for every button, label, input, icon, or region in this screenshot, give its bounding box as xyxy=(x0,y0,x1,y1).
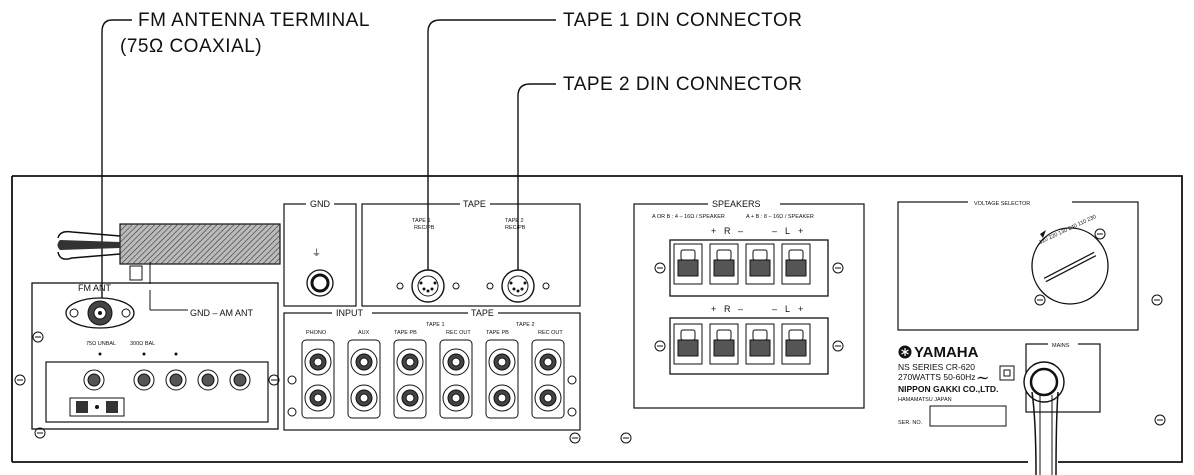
tape1-pb-label: TAPE PB xyxy=(394,330,417,336)
fm-300-bal-label: 300Ω BAL xyxy=(130,341,155,347)
model-line: NS SERIES CR-620 xyxy=(898,362,975,372)
tape1-rec-out-label: REC OUT xyxy=(446,330,471,336)
mains-label: MAINS xyxy=(1052,343,1070,349)
mains-power-cord[interactable] xyxy=(1023,361,1065,475)
fm-antenna-callout-line1: FM ANTENNA TERMINAL xyxy=(138,10,370,31)
chassis-outline xyxy=(11,175,1183,463)
tape2-rec-out-label: REC OUT xyxy=(538,330,563,336)
tape1-leader-line xyxy=(427,19,556,288)
power-rating: 270WATTS 50-60Hz xyxy=(898,372,975,382)
screw-icons xyxy=(32,294,1166,444)
tape-din-section: TAPE TAPE 1 REC/PB TAPE 2 REC/PB xyxy=(361,199,581,307)
svg-text:+: + xyxy=(711,226,716,236)
speakers-a-or-b-label: A OR B : 4 – 16Ω / SPEAKER xyxy=(652,214,725,220)
rca-jacks[interactable] xyxy=(301,339,565,419)
svg-text:R: R xyxy=(724,226,731,236)
tape1-din-label: TAPE 1 xyxy=(412,218,431,224)
manufacturer-location: HAMAMATSU JAPAN xyxy=(898,397,952,403)
ac-symbol-icon: ∼ xyxy=(976,370,989,387)
brand-name: YAMAHA xyxy=(914,344,979,361)
callouts: FM ANTENNA TERMINAL (75Ω COAXIAL) TAPE 1… xyxy=(101,10,802,300)
tape1-rec-pb-label: REC/PB xyxy=(414,225,435,231)
fm-ant-box xyxy=(31,282,279,430)
svg-text:+: + xyxy=(711,304,716,314)
speaker-b-polarity-markers: + R – – L + xyxy=(711,304,803,314)
double-insulation-icon xyxy=(999,365,1015,381)
tape2-rec-pb-label: REC/PB xyxy=(505,225,526,231)
svg-text:–: – xyxy=(738,304,743,314)
speaker-b-terminals[interactable] xyxy=(669,317,829,375)
svg-text:+: + xyxy=(798,304,803,314)
svg-text:L: L xyxy=(785,304,790,314)
tape1-din-connector[interactable] xyxy=(396,269,460,303)
phono-label: PHONO xyxy=(306,330,327,336)
manufacturer: NIPPON GAKKI CO.,LTD. xyxy=(898,384,998,394)
ground-symbol-icon: ⏚ xyxy=(312,248,321,258)
antenna-terminal-strip xyxy=(45,361,269,423)
tape2-din-callout: TAPE 2 DIN CONNECTOR xyxy=(563,74,802,95)
svg-text:+: + xyxy=(798,226,803,236)
input-label: INPUT xyxy=(336,308,364,318)
tape1-din-callout: TAPE 1 DIN CONNECTOR xyxy=(563,10,802,31)
svg-text:–: – xyxy=(738,226,743,236)
tape2-pb-label: TAPE PB xyxy=(486,330,509,336)
mains-section: MAINS xyxy=(1023,339,1101,475)
serial-number-label: SER. NO. xyxy=(898,420,923,426)
svg-text:L: L xyxy=(785,226,790,236)
fm-75-coaxial-terminal[interactable] xyxy=(65,297,135,329)
speakers-a-plus-b-label: A + B : 8 – 16Ω / SPEAKER xyxy=(746,214,814,220)
fm-antenna-leader-line xyxy=(101,19,132,300)
svg-text:R: R xyxy=(724,304,731,314)
tape2-din-label: TAPE 2 xyxy=(505,218,524,224)
tape2-din-connector[interactable] xyxy=(486,269,550,303)
yamaha-logo-icon xyxy=(898,345,912,359)
svg-text:–: – xyxy=(772,226,777,236)
fm-antenna-callout-line2: (75Ω COAXIAL) xyxy=(120,36,262,57)
tape-rca-group-label: TAPE xyxy=(471,308,494,318)
ferrite-bar-antenna xyxy=(57,223,281,284)
gnd-terminal[interactable] xyxy=(306,269,334,297)
antenna-section: FM ANT GND – AM ANT 75Ω UNBAL 300Ω BAL xyxy=(14,223,281,430)
aux-label: AUX xyxy=(358,330,370,336)
speakers-section: SPEAKERS A OR B : 4 – 16Ω / SPEAKER A + … xyxy=(633,199,865,409)
tape-din-group-label: TAPE xyxy=(463,199,486,209)
input-tape-rca-section: INPUT TAPE TAPE 1 TAPE 2 PHONO AUX TAPE … xyxy=(283,308,581,431)
input-tape2-label: TAPE 2 xyxy=(516,322,535,328)
antenna-screw-terminals[interactable] xyxy=(83,369,251,391)
gnd-label: GND xyxy=(310,199,331,209)
antenna-switch[interactable] xyxy=(69,397,125,417)
speakers-label: SPEAKERS xyxy=(712,199,761,209)
voltage-selector-label: VOLTAGE SELECTOR xyxy=(974,201,1030,207)
gnd-am-ant-label: GND – AM ANT xyxy=(190,308,254,318)
gnd-section: GND ⏚ xyxy=(283,199,357,307)
nameplate: YAMAHA NS SERIES CR-620 270WATTS 50-60Hz… xyxy=(898,344,1015,427)
speaker-a-terminals[interactable] xyxy=(669,239,829,297)
speaker-a-polarity-markers: + R – – L + xyxy=(711,226,803,236)
svg-text:–: – xyxy=(772,304,777,314)
input-tape1-label: TAPE 1 xyxy=(426,322,445,328)
tape2-leader-line xyxy=(517,83,556,288)
voltage-selector-dial[interactable] xyxy=(1031,227,1109,306)
fm-75-unbal-label: 75Ω UNBAL xyxy=(86,341,116,347)
fm-ant-label: FM ANT xyxy=(78,283,112,293)
serial-number-field xyxy=(929,405,1007,427)
voltage-selector-section: VOLTAGE SELECTOR 120 220 130 240 110 230 xyxy=(897,197,1139,331)
